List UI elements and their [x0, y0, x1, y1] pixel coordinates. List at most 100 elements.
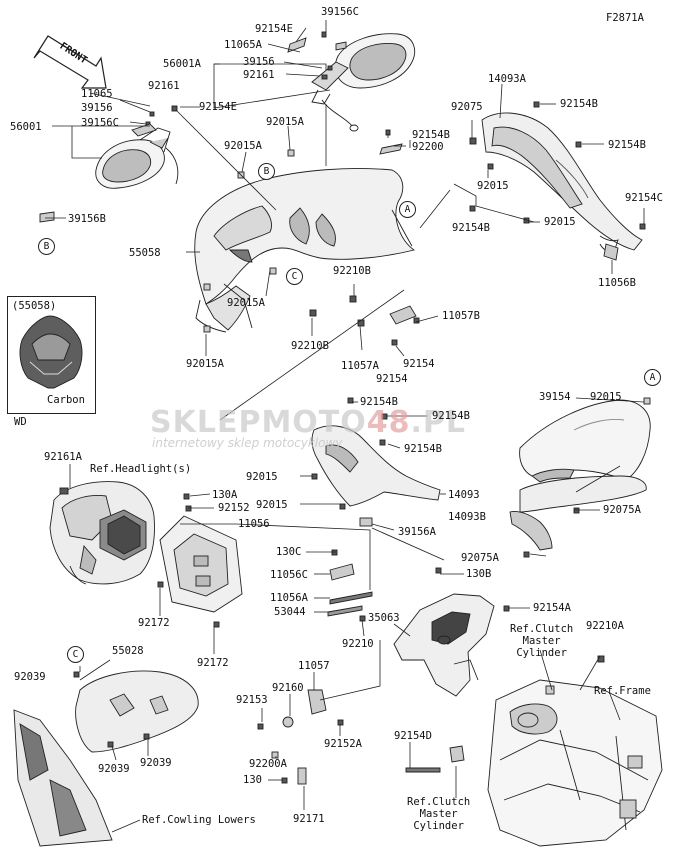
callout-a: A	[644, 369, 661, 386]
callout-c: C	[286, 268, 303, 285]
inset-variant-code: WD	[14, 416, 27, 428]
part-label: 39156	[243, 56, 275, 68]
part-label: 92161	[243, 69, 275, 81]
part-label: 92154B	[452, 222, 490, 234]
part-label: 92172	[197, 657, 229, 669]
part-label: 92075A	[461, 552, 499, 564]
part-label: 130	[243, 774, 262, 786]
right-mirror	[311, 33, 416, 132]
part-label: Ref.Frame	[594, 685, 651, 697]
part-label: 92015A	[224, 140, 262, 152]
part-label: 92152	[218, 502, 250, 514]
part-label: 92015	[477, 180, 509, 192]
part-label: 11057	[298, 660, 330, 672]
part-label: 92015	[590, 391, 622, 403]
frame-section	[487, 679, 663, 847]
part-label: 92015	[256, 499, 288, 511]
part-label: 39154	[539, 391, 571, 403]
part-label: 11065	[81, 88, 113, 100]
part-label: Ref.Cowling Lowers	[142, 814, 256, 826]
inner-cowl	[75, 670, 199, 753]
part-label: 56001A	[163, 58, 201, 70]
upper-cowl	[194, 168, 416, 333]
part-label: 92152A	[324, 738, 362, 750]
watermark-logo: SKLEPMOTO48.PL	[150, 405, 467, 440]
part-label: 92154B	[404, 443, 442, 455]
part-label: 92200	[412, 141, 444, 153]
part-label: 14093	[448, 489, 480, 501]
part-label: 92200A	[249, 758, 287, 770]
part-label: 92039	[98, 763, 130, 775]
part-label: 11056A	[270, 592, 308, 604]
part-label: 53044	[274, 606, 306, 618]
part-label: 39156B	[68, 213, 106, 225]
part-label: 55028	[112, 645, 144, 657]
watermark-tagline: internetowy sklep motocyklowy	[152, 436, 343, 450]
part-label: 92160	[272, 682, 304, 694]
callout-b: B	[258, 163, 275, 180]
callout-b: B	[38, 238, 55, 255]
part-label: 92210A	[586, 620, 624, 632]
part-label: 92015	[544, 216, 576, 228]
part-label: 92154	[403, 358, 435, 370]
part-label: 92075	[451, 101, 483, 113]
part-label: 92154A	[533, 602, 571, 614]
part-label: 39156A	[398, 526, 436, 538]
part-label: 130B	[466, 568, 492, 580]
part-label: 92154B	[608, 139, 646, 151]
part-label: 11056B	[598, 277, 636, 289]
part-label: 11065A	[224, 39, 262, 51]
diagram-code: F2871A	[606, 12, 644, 24]
part-label: 92015A	[266, 116, 304, 128]
carbon-cowl-thumbnail	[19, 315, 83, 389]
windshield	[519, 399, 651, 483]
part-label: 11056	[238, 518, 270, 530]
part-label: 11057A	[341, 360, 379, 372]
part-label: 92154E	[199, 101, 237, 113]
leader-lines	[45, 20, 645, 833]
part-label: 39156	[81, 102, 113, 114]
part-label: 92153	[236, 694, 268, 706]
part-label: 92172	[138, 617, 170, 629]
part-label: 92161A	[44, 451, 82, 463]
part-label: 35063	[368, 612, 400, 624]
part-label: 92015A	[186, 358, 224, 370]
part-label: 11056C	[270, 569, 308, 581]
part-label: 92075A	[603, 504, 641, 516]
part-label: 11057B	[442, 310, 480, 322]
part-label: 92171	[293, 813, 325, 825]
part-label: 130A	[212, 489, 238, 501]
part-label: 56001	[10, 121, 42, 133]
part-label: 92154C	[625, 192, 663, 204]
middle-side-cowl	[311, 425, 441, 507]
part-label: Ref.Headlight(s)	[90, 463, 192, 475]
inset-variant-label: Carbon	[47, 394, 85, 406]
part-label: 92154B	[360, 396, 398, 408]
part-label: 92154	[376, 373, 408, 385]
callout-a: A	[399, 201, 416, 218]
part-label: 92039	[14, 671, 46, 683]
part-label: 92154E	[255, 23, 293, 35]
part-label: 39156C	[321, 6, 359, 18]
part-label: 92039	[140, 757, 172, 769]
variant-inset-box	[7, 296, 96, 414]
part-label: 92015	[246, 471, 278, 483]
lower-cowling	[13, 709, 113, 847]
part-label: 92154D	[394, 730, 432, 742]
part-label: 92154B	[412, 129, 450, 141]
part-label: 39156C	[81, 117, 119, 129]
part-label: 130C	[276, 546, 302, 558]
right-side-cowl	[481, 112, 643, 253]
part-label: 92154B	[432, 410, 470, 422]
part-label: 14093B	[448, 511, 486, 523]
callout-c: C	[67, 646, 84, 663]
front-arrow-icon	[33, 35, 107, 89]
cowling-stay	[393, 593, 495, 697]
left-mirror	[95, 127, 179, 189]
part-label: 92210	[342, 638, 374, 650]
part-label: 92210B	[291, 340, 329, 352]
part-label: 92210B	[333, 265, 371, 277]
bolt-items	[39, 31, 651, 785]
